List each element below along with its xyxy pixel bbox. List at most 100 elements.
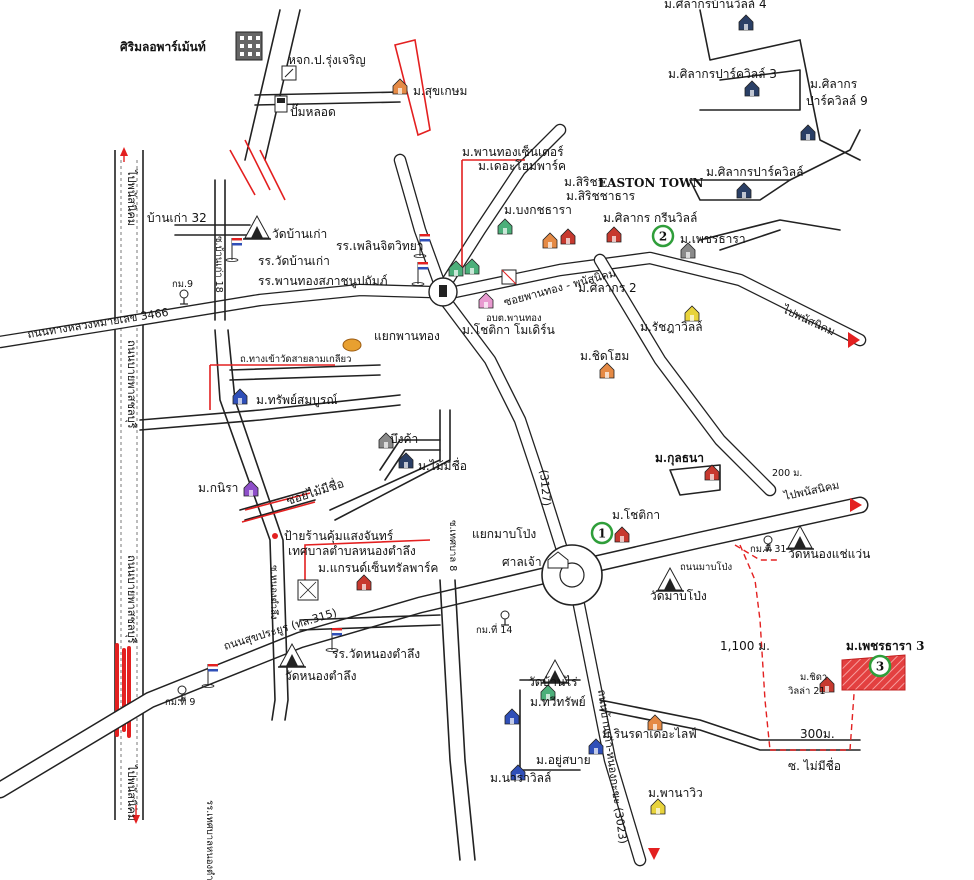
market-icon <box>297 579 319 601</box>
label-rr-phanthong: รร.พานทองสภาชนูปถัมภ์ <box>258 274 388 289</box>
temple-icons <box>243 214 814 684</box>
label-m1100: 1,100 ม. <box>720 639 770 653</box>
house-icon <box>819 676 835 693</box>
label-saphan-sam: ถ.ทางเข้าวัดสายลามเกลียว <box>240 353 351 365</box>
label-mu-yoosabai: ม.อยู่สบาย <box>536 753 591 768</box>
label-mu-bong: ม.บงกชธารา <box>504 203 572 217</box>
house-icon <box>736 182 752 199</box>
shop-icon <box>281 65 297 81</box>
km-post-icon <box>763 535 773 551</box>
label-km9-top: กม.9 <box>172 279 193 290</box>
map-labels: ศิริมลอพาร์เม้นท์ หจก.ป.รุ่งเจริญ ปั๊มหล… <box>26 0 924 880</box>
label-wat-nong-saewan: วัดหนองแช่แว่น <box>788 547 870 561</box>
label-road-3127: (3127) <box>537 469 553 507</box>
km-post-icons <box>177 289 773 701</box>
label-silakorn-villa9: ม.ศิลากร <box>810 77 858 91</box>
house-icon <box>232 388 248 405</box>
house-icon <box>680 242 696 259</box>
label-villa21: วิลล่า 21 <box>787 686 825 697</box>
label-rr-ploen: รร.เพลินจิตวิทยา <box>336 239 424 253</box>
label-soi-8: ซ.เทศบาล 8 <box>447 520 458 571</box>
label-road-left-bottom: ถนนบายพาสชลบุรี <box>125 555 138 644</box>
svg-text:3: 3 <box>876 660 884 674</box>
road-network <box>0 123 869 867</box>
gas-pump-icon <box>274 95 288 113</box>
flag-icon <box>413 234 431 258</box>
house-icon <box>497 218 513 235</box>
label-yaek-mabpong: แยกมาบโป่ง <box>472 527 536 541</box>
label-road-left-mid: ถนนบายพาสชลบุรี <box>125 340 138 429</box>
house-icon <box>650 798 666 815</box>
label-obt: อบต.พานทอง <box>486 313 542 324</box>
marker-2: 2 <box>651 224 675 248</box>
label-mu-ratchaphruek: ม.รัชฎาวิลล์ <box>640 320 703 334</box>
label-road-phanat-mid: ไปพนัสนิคม <box>782 479 841 504</box>
direction-arrows <box>272 332 862 860</box>
label-wat-nong: วัดหนองตำลึง <box>285 669 356 683</box>
label-mu-maimee: ม.ไม้มีชื่อ <box>418 457 467 473</box>
label-mu-sap-somboon: ม.ทรัพย์สมบูรณ์ <box>256 393 337 408</box>
label-wat-ban-kao: วัดบ้านเก่า <box>272 227 327 241</box>
label-silakorn-villa9b: ปาร์ควิลล์ 9 <box>806 94 868 108</box>
label-mu-kunthana: ม.กุลธนา <box>655 451 704 466</box>
marker-3: 3 <box>868 654 892 678</box>
house-icon <box>243 480 259 497</box>
house-icon <box>560 228 576 245</box>
house-icon <box>704 464 720 481</box>
apartment-icon <box>235 31 263 61</box>
house-icon <box>738 14 754 31</box>
house-icon <box>378 432 394 449</box>
label-ban-kao-32: บ้านเก่า 32 <box>147 211 207 225</box>
label-rr-wat-ban-kao: รร.วัดบ้านเก่า <box>258 254 330 268</box>
label-road-mabpong: ถนนมาบโป่ง <box>680 561 732 573</box>
temple-icon <box>541 658 569 684</box>
temple-icon <box>786 524 814 550</box>
secondary-roads <box>139 9 861 861</box>
phanthong-roundabout <box>428 277 458 307</box>
house-icon <box>392 78 408 95</box>
label-mu-phanawi: ม.พานาวิว <box>648 786 703 800</box>
label-km14: กม.ที่ 14 <box>476 623 512 636</box>
label-mu-siri: ม.สิริชา <box>564 175 604 189</box>
shrine-icon <box>547 551 569 569</box>
arrow-right-top <box>848 332 860 348</box>
label-mu-chitthon: ม.ชิดโฮม <box>580 349 629 363</box>
label-sanchao: ศาลเจ้า <box>502 555 542 569</box>
label-soi-nong: ซ.หนองตำลึง <box>268 565 279 620</box>
label-rr-thetsaban: รร.เทศบาลหนองตำลึง <box>204 800 215 880</box>
flag-icon <box>411 262 429 286</box>
temple-icon <box>656 566 684 592</box>
label-mu-grand: ม.แกรนด์เซ็นทรัลพาร์ค <box>318 560 438 575</box>
house-icon <box>398 452 414 469</box>
label-thetsaban: เทศบาลตำบลหนองตำลึง <box>288 544 416 558</box>
flag-icon <box>325 628 343 652</box>
label-rr-wat-nong: รร.วัดหนองตำลึง <box>332 647 420 661</box>
label-the-home-park: ม.เดอะโฮมพาร์ค <box>478 159 566 173</box>
label-silakorn-villa4: ม.ศิลากรบ้านวิลล์ 4 <box>664 0 767 11</box>
school-flag-icons <box>201 234 431 688</box>
house-icon <box>606 226 622 243</box>
house-icon <box>504 708 520 725</box>
house-icon <box>478 292 494 309</box>
svg-text:2: 2 <box>659 230 667 244</box>
label-mu-kanira: ม.กนิรา <box>198 481 238 495</box>
house-icon <box>510 764 526 781</box>
house-icon <box>744 80 760 97</box>
house-icon <box>647 714 663 731</box>
flag-icon <box>201 664 219 688</box>
label-phanthong-center: ม.พานทองเซ็นเตอร์ <box>462 144 564 159</box>
house-icon <box>599 362 615 379</box>
label-silakorn-park: ม.ศิลากรปาร์ควิลล์ <box>706 165 803 179</box>
house-icon <box>614 526 630 543</box>
label-sirimon: ศิริมลอพาร์เม้นท์ <box>120 40 206 54</box>
km-post-icon <box>500 610 510 626</box>
label-mu-chotika-modern: ม.โชติกา โมเดิร์น <box>462 323 555 337</box>
label-road-bottom-left: ไปพนัสนิคม <box>125 764 138 821</box>
label-mu-phet3: ม.เพชรธารา 3 <box>846 639 924 653</box>
label-wat-mabpong: วัดมาบโป่ง <box>650 589 707 603</box>
label-mu-chida: ม.ชิดา <box>800 672 827 683</box>
house-icon <box>542 232 558 249</box>
mabpong-roundabout <box>541 544 603 606</box>
label-yaek-phanthong: แยกพานทอง <box>374 329 440 343</box>
